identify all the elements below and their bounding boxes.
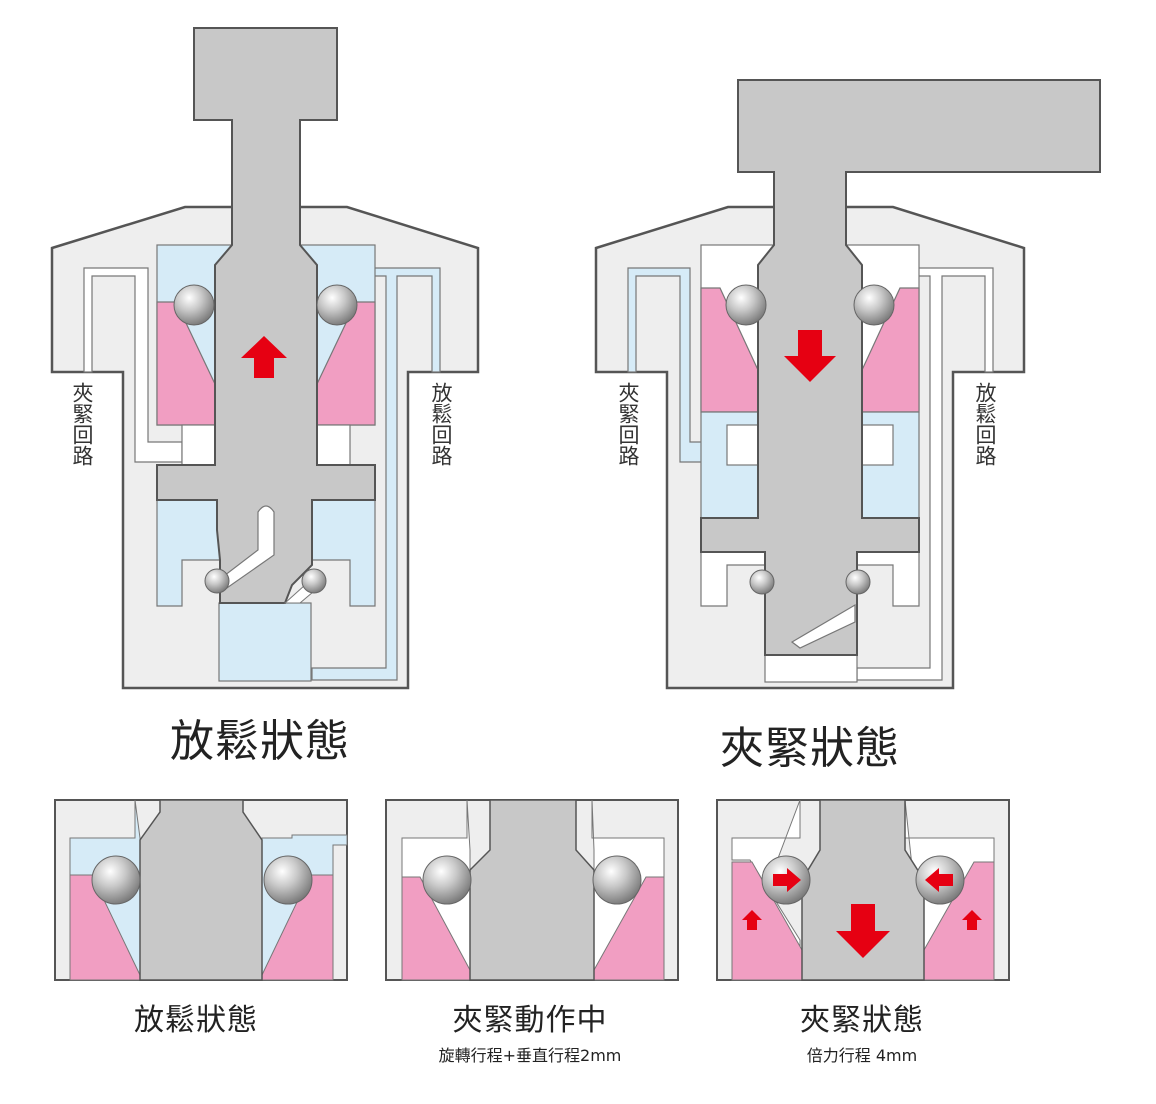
steel-ball [853, 284, 895, 326]
steel-ball [263, 855, 313, 905]
up-arrow [962, 910, 982, 930]
bottom-well [764, 654, 858, 683]
clamp-circuit-label: 夾緊回路 [616, 382, 640, 466]
clamped-title: 夾緊狀態 [720, 723, 900, 774]
unclamped-title: 放鬆狀態 [170, 716, 350, 767]
detail-panel-unclamped [54, 799, 348, 981]
steel-ball [725, 284, 767, 326]
left-gap [726, 424, 759, 466]
clamp-oil-passage [83, 267, 183, 463]
release-circuit-label: 放鬆回路 [973, 382, 997, 466]
detail-panel-clamping [385, 799, 679, 981]
left-gap [181, 424, 216, 466]
detail-panel-clamped [716, 799, 1010, 981]
panel2-subtitle: 旋轉行程+垂直行程2mm [438, 1046, 622, 1065]
bottom-oil-well [218, 602, 312, 682]
release-circuit-label: 放鬆回路 [429, 382, 453, 466]
steel-ball [173, 284, 215, 326]
steel-ball [845, 569, 871, 595]
clamp-circuit-label: 夾緊回路 [70, 382, 94, 466]
release-oil-passage [856, 267, 994, 681]
piston-rod [700, 79, 1101, 656]
steel-ball [422, 855, 472, 905]
unclamped-assembly [50, 27, 480, 690]
right-gap [316, 424, 351, 466]
right-gap [861, 424, 894, 466]
clamped-assembly [594, 79, 1101, 690]
up-arrow [241, 336, 287, 378]
steel-ball [204, 568, 230, 594]
down-arrow [836, 904, 890, 958]
steel-ball [91, 855, 141, 905]
panel2-title: 夾緊動作中 [452, 1003, 608, 1038]
cam-groove [790, 603, 856, 649]
right-arrow [773, 868, 801, 892]
steel-ball [749, 569, 775, 595]
up-arrow [742, 910, 762, 930]
steel-ball [316, 284, 358, 326]
steel-ball [301, 568, 327, 594]
panel3-subtitle: 倍力行程 4mm [806, 1046, 918, 1065]
down-arrow [784, 330, 836, 382]
left-arrow [925, 868, 953, 892]
panel1-title: 放鬆狀態 [134, 1003, 258, 1038]
steel-ball [592, 855, 642, 905]
panel3-title: 夾緊狀態 [800, 1003, 924, 1038]
release-oil-passage [311, 267, 441, 681]
